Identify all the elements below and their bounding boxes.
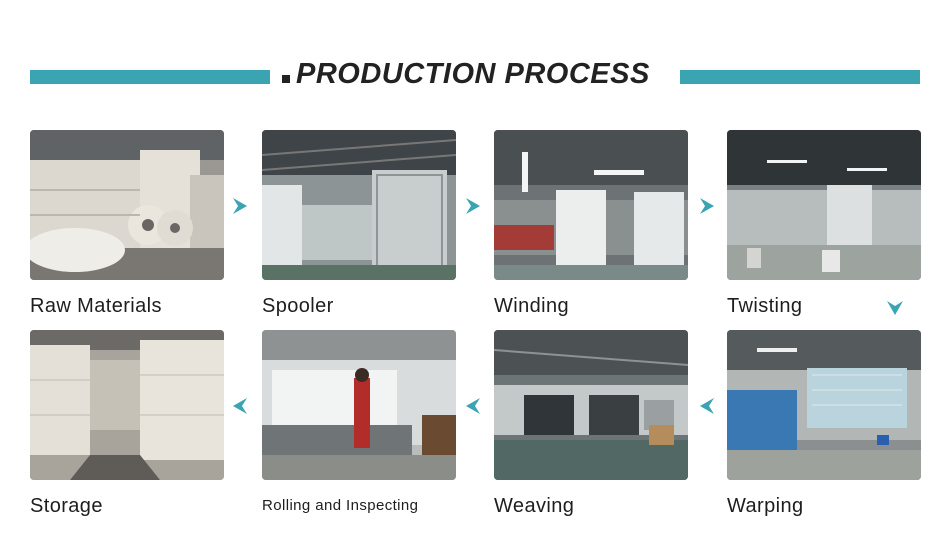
chevron-left-icon [230, 396, 250, 416]
process-step-twisting: Twisting [727, 130, 921, 319]
process-step-raw-materials: Raw Materials [30, 130, 224, 319]
title-dot [282, 75, 290, 83]
chevron-right-icon [697, 196, 717, 216]
section-header: PRODUCTION PROCESS [0, 52, 950, 96]
chevron-left-icon [463, 396, 483, 416]
page-title-text: PRODUCTION PROCESS [296, 58, 650, 90]
chevron-left-icon [697, 396, 717, 416]
process-step-storage: Storage [30, 330, 224, 519]
raw-materials-photo [30, 130, 224, 280]
step-label: Storage [30, 495, 103, 517]
process-step-warping: Warping [727, 330, 921, 519]
page-title: PRODUCTION PROCESS [282, 54, 672, 94]
header-bar-right [680, 70, 920, 84]
rolling-and-inspecting-photo [262, 330, 456, 480]
chevron-down-icon [885, 298, 905, 318]
chevron-right-icon [230, 196, 250, 216]
twisting-photo [727, 130, 921, 280]
step-label: Warping [727, 495, 804, 517]
header-bar-left [30, 70, 270, 84]
process-step-winding: Winding [494, 130, 688, 319]
storage-photo [30, 330, 224, 480]
warping-photo [727, 330, 921, 480]
process-step-rolling-and-inspecting: Rolling and Inspecting [262, 330, 456, 519]
step-label: Winding [494, 295, 570, 317]
spooler-photo [262, 130, 456, 280]
step-label: Weaving [494, 495, 575, 517]
process-step-spooler: Spooler [262, 130, 456, 319]
step-label: Raw Materials [30, 295, 162, 317]
winding-photo [494, 130, 688, 280]
weaving-photo [494, 330, 688, 480]
step-label: Rolling and Inspecting [262, 497, 419, 514]
step-label: Spooler [262, 295, 334, 317]
process-step-weaving: Weaving [494, 330, 688, 519]
chevron-right-icon [463, 196, 483, 216]
step-label: Twisting [727, 295, 803, 317]
